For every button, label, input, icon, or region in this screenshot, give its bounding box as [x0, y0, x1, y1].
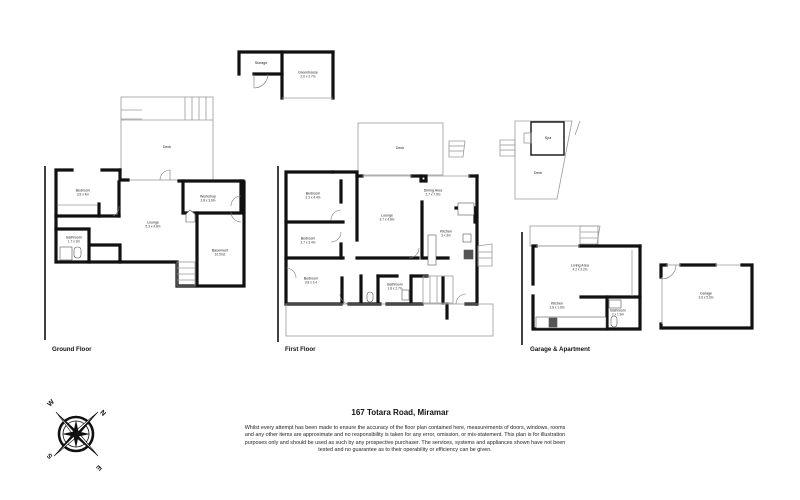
section-title-garage-apartment: Garage & Apartment [530, 346, 590, 353]
storage-greenhouse-block [237, 50, 335, 100]
room-label-spa-deck: Deck [533, 170, 543, 175]
compass-rose: W N S E [36, 394, 116, 474]
ground-floor-plan [44, 96, 246, 340]
garage-apartment-plan [521, 225, 754, 345]
room-label-ff-deck: Deck [395, 145, 405, 150]
room-label-spa: Spa [544, 135, 552, 140]
disclaimer-text: Whilst every attempt has been made to en… [244, 425, 566, 454]
compass-rose-icon [53, 411, 99, 457]
property-address: 167 Totara Road, Miramar [351, 408, 449, 417]
spa-deck-plan [499, 120, 581, 200]
room-label-gf-deck: Deck [162, 144, 172, 149]
room-label-storage: Storage [254, 60, 268, 65]
first-floor-plan [277, 122, 494, 342]
section-title-ground-floor: Ground Floor [52, 346, 92, 353]
section-title-first-floor: First Floor [285, 346, 316, 353]
